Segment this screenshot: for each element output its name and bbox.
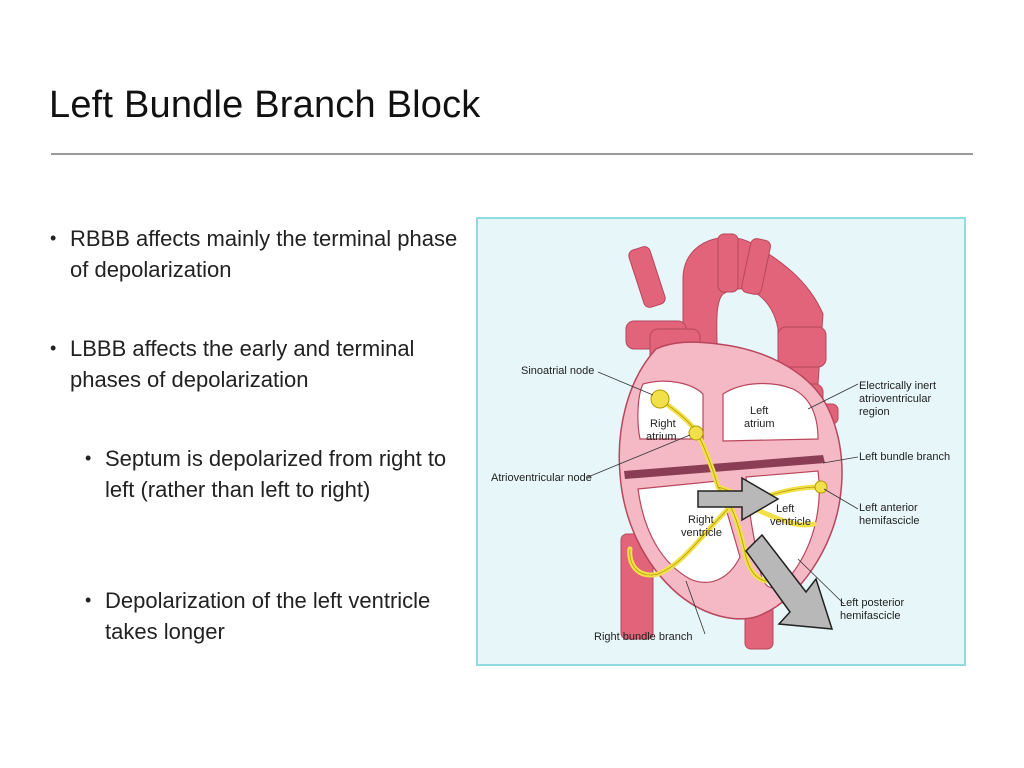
right-bundle-branch-label: Right bundle branch bbox=[594, 631, 692, 643]
left-anterior-label-1: Left anterior bbox=[859, 502, 918, 514]
left-posterior-label-1: Left posterior bbox=[840, 597, 905, 609]
sinoatrial-node-label: Sinoatrial node bbox=[521, 365, 594, 377]
left-anterior-label-2: hemifascicle bbox=[859, 515, 920, 527]
left-atrium-label-2: atrium bbox=[744, 418, 775, 430]
right-ventricle-label: Right bbox=[688, 514, 714, 526]
bullet-dot: • bbox=[50, 338, 57, 358]
inert-region-label-3: region bbox=[859, 406, 890, 418]
title-divider bbox=[51, 153, 973, 155]
heart-diagram-svg: Right atrium Left atrium Right ventricle… bbox=[491, 233, 950, 650]
bullet-text: RBBB affects mainly the terminal phase o… bbox=[70, 226, 458, 282]
bullet-text: Depolarization of the left ventricle tak… bbox=[105, 588, 431, 644]
bullet-text: LBBB affects the early and terminal phas… bbox=[70, 336, 415, 392]
av-node-marker bbox=[688, 425, 704, 441]
inert-region-label-1: Electrically inert bbox=[859, 380, 936, 392]
bullet-dot: • bbox=[50, 228, 57, 248]
left-bundle-branch-label: Left bundle branch bbox=[859, 451, 950, 463]
left-ventricle-label-2: ventricle bbox=[770, 516, 811, 528]
bullet-item: • LBBB affects the early and terminal ph… bbox=[50, 333, 470, 395]
heart-conduction-diagram: Right atrium Left atrium Right ventricle… bbox=[476, 217, 966, 666]
sub-bullet-item: • Depolarization of the left ventricle t… bbox=[85, 585, 465, 647]
septal-depolarization-arrow bbox=[697, 476, 780, 522]
sub-bullet-item: • Septum is depolarized from right to le… bbox=[85, 443, 465, 505]
inert-region-label-2: atrioventricular bbox=[859, 393, 931, 405]
sinoatrial-node-marker bbox=[650, 389, 670, 409]
slide-title: Left Bundle Branch Block bbox=[49, 84, 481, 126]
right-atrium-label-2: atrium bbox=[646, 431, 677, 443]
bullet-item: • RBBB affects mainly the terminal phase… bbox=[50, 223, 470, 285]
av-node-label: Atrioventricular node bbox=[491, 472, 592, 484]
right-ventricle-label-2: ventricle bbox=[681, 527, 722, 539]
left-ventricle-label: Left bbox=[776, 503, 794, 515]
bullet-dot: • bbox=[85, 590, 92, 610]
bullet-text: Septum is depolarized from right to left… bbox=[105, 446, 447, 502]
anterior-fascicle-end bbox=[814, 480, 828, 494]
bullet-dot: • bbox=[85, 448, 92, 468]
leader-lines bbox=[587, 371, 859, 635]
right-atrium-label: Right bbox=[650, 418, 676, 430]
left-atrium-label: Left bbox=[750, 405, 768, 417]
left-posterior-label-2: hemifascicle bbox=[840, 610, 901, 622]
left-ventricle-depolarization-arrow bbox=[745, 533, 834, 630]
